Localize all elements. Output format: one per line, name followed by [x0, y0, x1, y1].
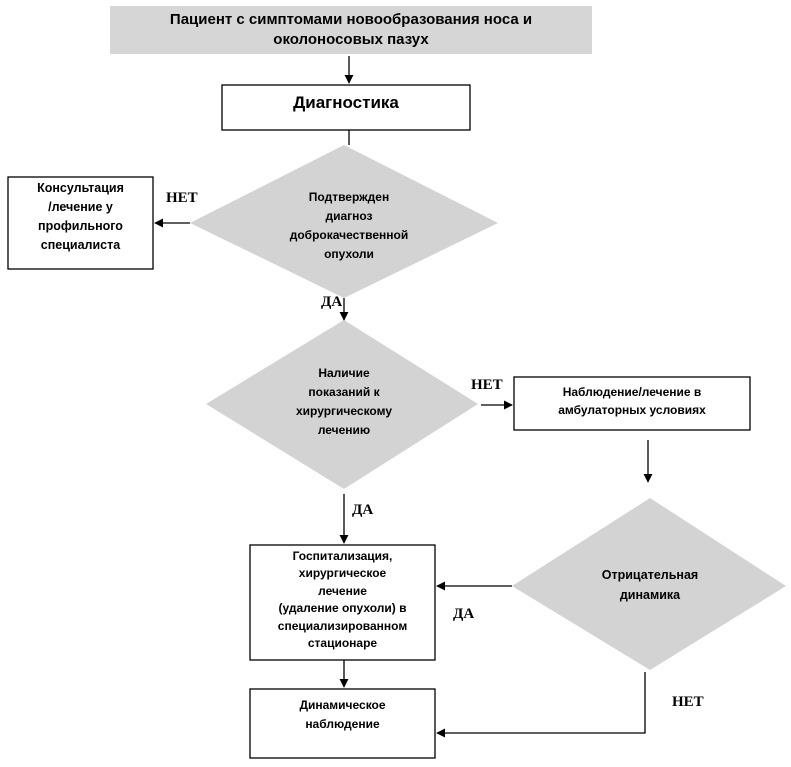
decision-negative-text: Отрицательная динамика: [601, 568, 699, 602]
decision-benign-diamond: [190, 145, 498, 298]
outpatient-box: [513, 376, 751, 431]
decision-surgery-text: Наличие показаний к хирургическому лечен…: [295, 366, 392, 437]
hospital-box: [249, 544, 436, 661]
diagnostics-box: [221, 84, 471, 131]
hospital-text: Госпитализация, хирургическое лечение (у…: [277, 548, 408, 651]
consult-text: Консультация /лечение у профильного спец…: [37, 181, 124, 252]
outpatient-text: Наблюдение/лечение в амбулаторных услови…: [558, 385, 706, 417]
followup-text: Динамическое наблюдение: [299, 698, 386, 731]
decision-benign-text: Подтвержден диагноз доброкачественной оп…: [289, 190, 409, 261]
label-negative-no: НЕТ: [672, 694, 704, 710]
followup-box: [249, 688, 436, 759]
label-surgery-yes: ДА: [352, 502, 374, 518]
decision-surgery-diamond: [206, 320, 478, 489]
label-benign-no: НЕТ: [166, 190, 198, 206]
edge-negative-to-followup: [436, 672, 646, 738]
decision-negative-diamond: [512, 498, 786, 670]
label-benign-yes: ДА: [321, 294, 343, 310]
label-negative-yes: ДА: [453, 606, 475, 622]
start-text: Пациент с симптомами новообразования нос…: [169, 11, 533, 48]
start-box: [110, 6, 592, 54]
consult-box: [7, 176, 154, 270]
diagnostics-text: Диагностика: [293, 93, 399, 112]
label-surgery-no: НЕТ: [471, 377, 503, 393]
